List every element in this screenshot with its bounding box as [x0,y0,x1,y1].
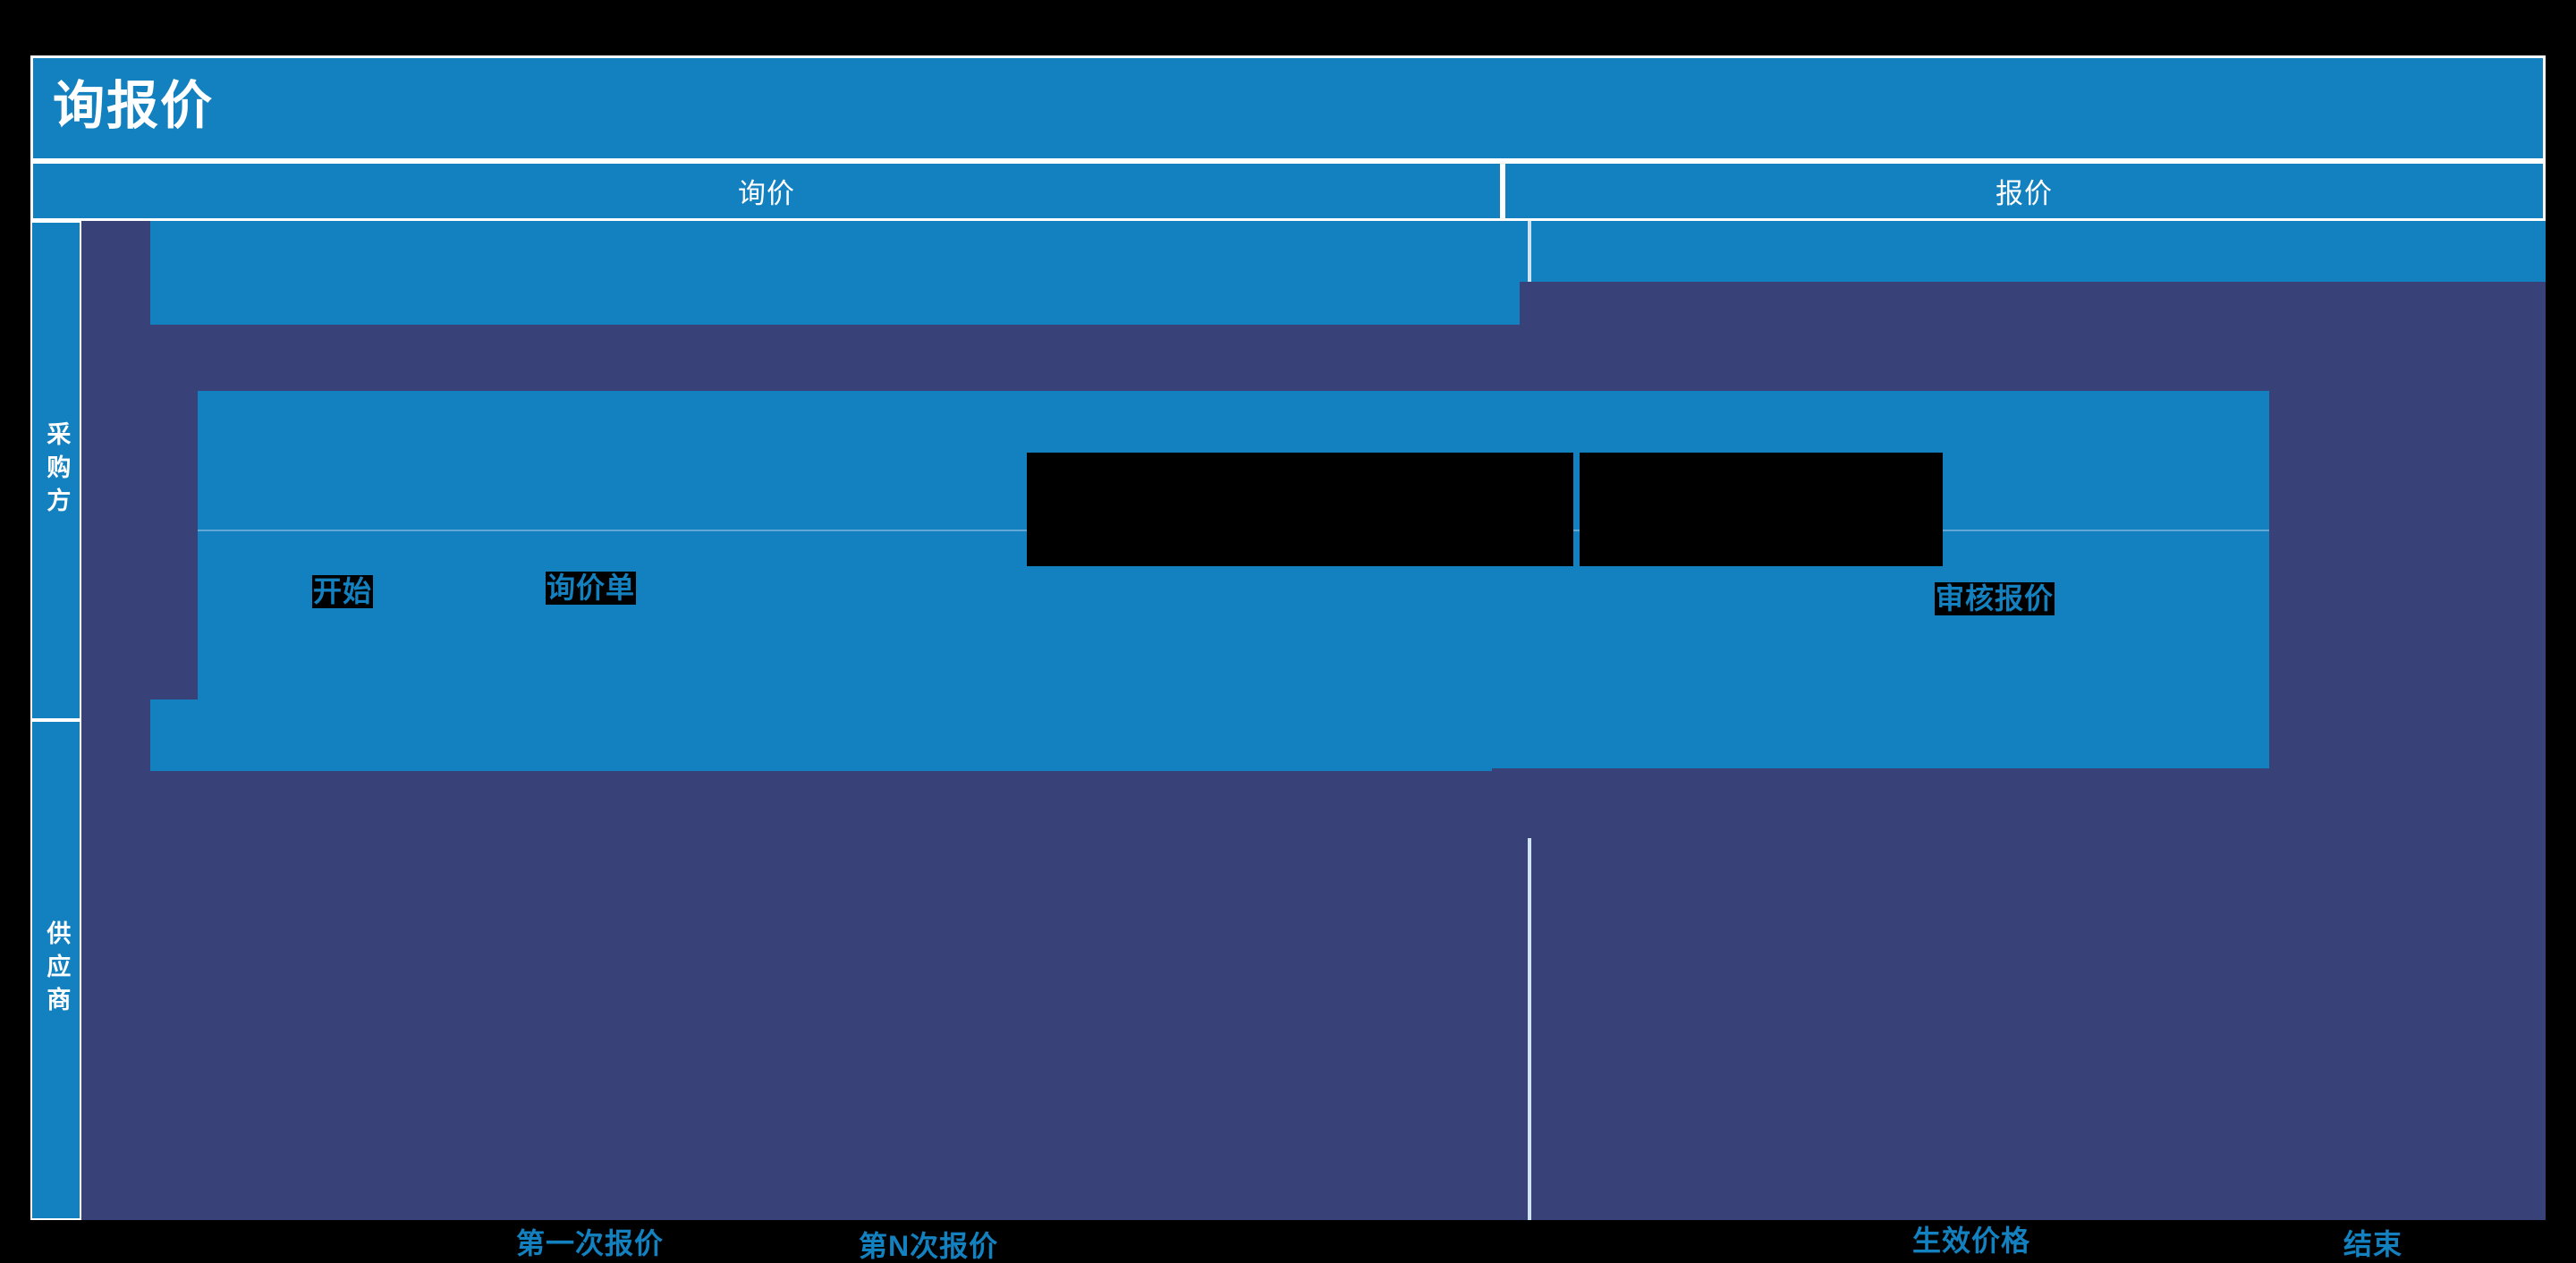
node-nth-quote[interactable]: 第N次报价 [858,1230,1000,1263]
lane-label-buyer: 采购方 [43,420,71,521]
page-title: 询报价 [53,77,215,135]
lane-header-column: 采购方 供应商 [30,221,81,1220]
phase-separator-upper [1528,221,1531,282]
phase-label-inquiry: 询价 [738,178,795,209]
lane-header-buyer[interactable]: 采购方 [30,221,81,720]
content-block-supplier-left [150,699,1492,771]
lane-content-area: 开始 询价单 审核报价 第一次报价 第N次报价 生效价格 结束 [81,221,2546,1263]
phase-separator-lower [1528,838,1531,1220]
content-block-top-right [1485,221,2546,282]
phase-header-row: 询价 报价 [30,161,2546,221]
process-diagram: 询报价 询价 报价 采购方 供应商 [30,55,2546,1263]
content-block-top-left [150,221,1520,325]
phase-label-quotation: 报价 [1996,178,2053,209]
lane-header-supplier[interactable]: 供应商 [30,720,81,1220]
node-first-quote[interactable]: 第一次报价 [515,1227,665,1260]
node-end[interactable]: 结束 [2343,1228,2404,1261]
node-review-quote[interactable]: 审核报价 [1935,582,2055,615]
node-inquiry-form[interactable]: 询价单 [546,572,637,605]
node-start[interactable]: 开始 [312,575,374,608]
diagram-title-bar: 询报价 [30,55,2546,161]
phase-header-inquiry[interactable]: 询价 [30,161,1503,221]
swimlane-body: 采购方 供应商 开始 询价单 审核报价 第一次报价 第N次报价 [30,221,2546,1263]
node-effective-price[interactable]: 生效价格 [1911,1225,2032,1258]
redaction-overlay-left [1027,453,1573,566]
phase-header-quotation[interactable]: 报价 [1503,161,2546,221]
redaction-overlay-right [1580,453,1943,566]
lane-label-supplier: 供应商 [43,920,71,1020]
